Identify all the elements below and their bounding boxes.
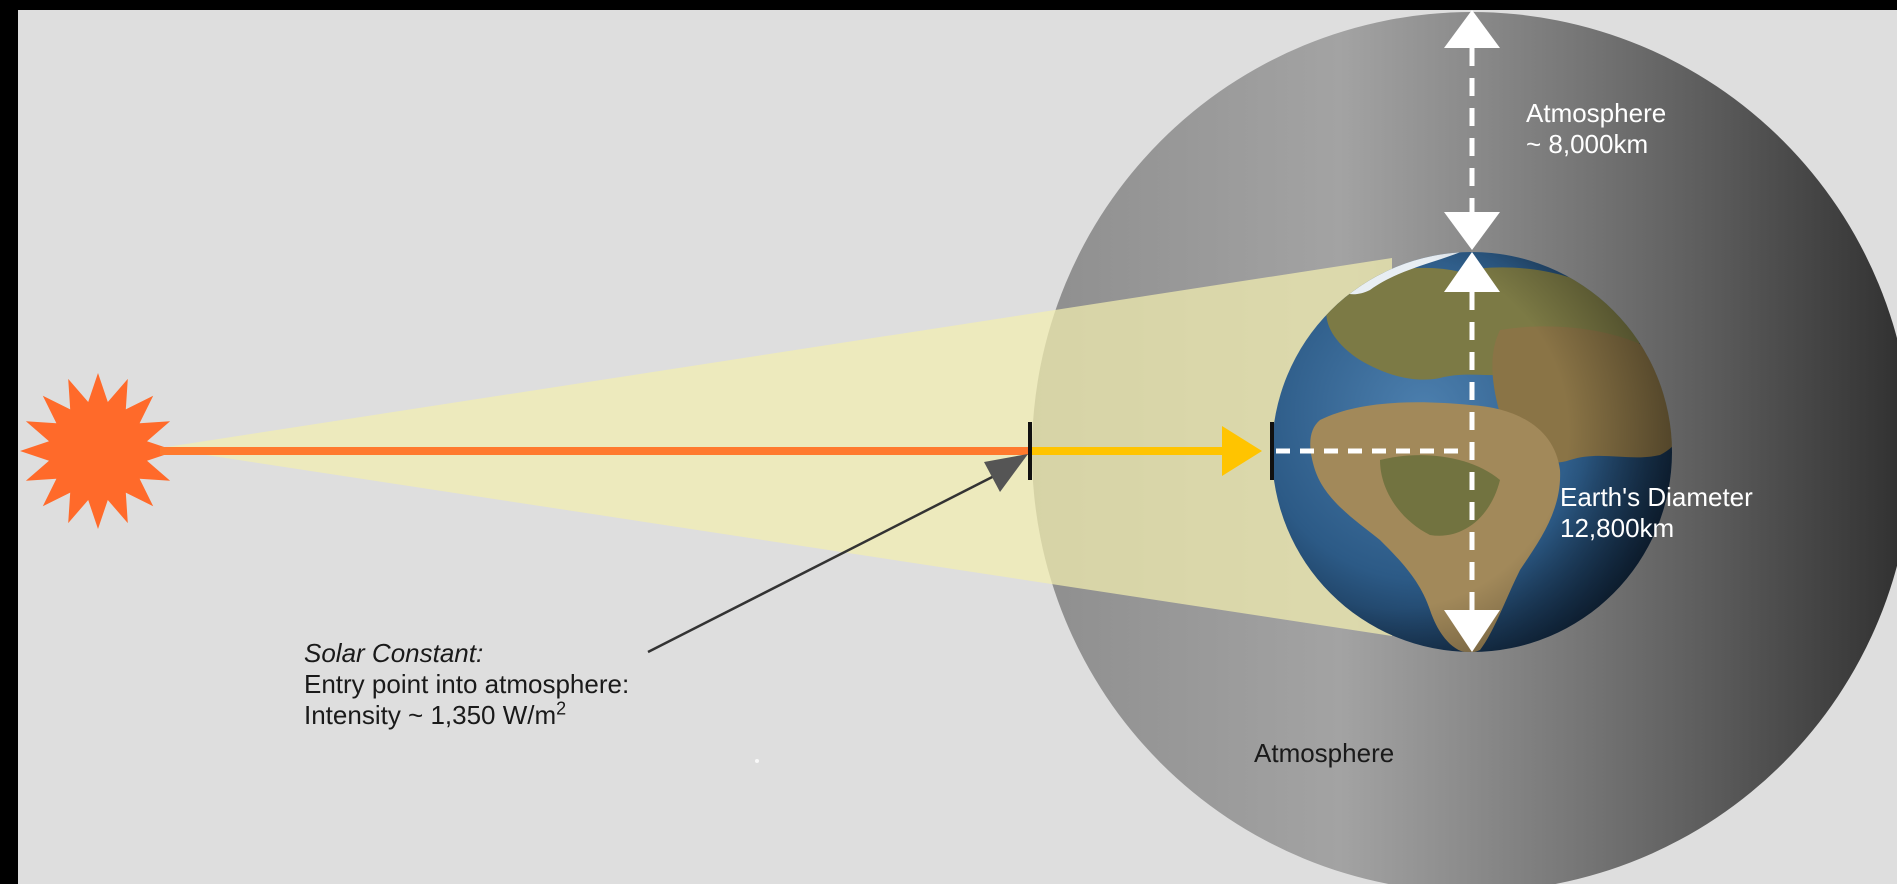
earth-diameter-label: Earth's Diameter 12,800km: [1560, 482, 1753, 544]
earth-diameter-line1: Earth's Diameter: [1560, 482, 1753, 512]
pointer-line: [647, 468, 1007, 654]
solar-constant-label: Solar Constant: Entry point into atmosph…: [304, 638, 629, 732]
solar-constant-title: Solar Constant:: [304, 638, 484, 668]
pointer-arrowhead-icon: [984, 454, 1028, 492]
arrow-up-icon: [1444, 252, 1500, 292]
speck: [755, 759, 759, 763]
arrow-down-icon: [1444, 212, 1500, 250]
earth-diameter-line2: 12,800km: [1560, 513, 1675, 544]
arrow-up-icon: [1444, 10, 1500, 48]
sun-icon: [20, 373, 176, 529]
atmosphere-thickness-label: Atmosphere ~ 8,000km: [1526, 98, 1666, 160]
atmosphere-top-line2: ~ 8,000km: [1526, 129, 1649, 160]
solar-constant-line2: Intensity ~ 1,350 W/m2: [304, 700, 629, 731]
arrow-down-icon: [1444, 610, 1500, 652]
atmosphere-top-line1: Atmosphere: [1526, 98, 1667, 128]
intensity-text: Intensity ~ 1,350 W/m: [304, 700, 557, 731]
atmosphere-bottom-label: Atmosphere: [1254, 738, 1395, 768]
entry-arrowhead-icon: [1222, 426, 1262, 476]
solar-constant-line1: Entry point into atmosphere:: [304, 669, 630, 700]
intensity-superscript: 2: [556, 698, 567, 719]
